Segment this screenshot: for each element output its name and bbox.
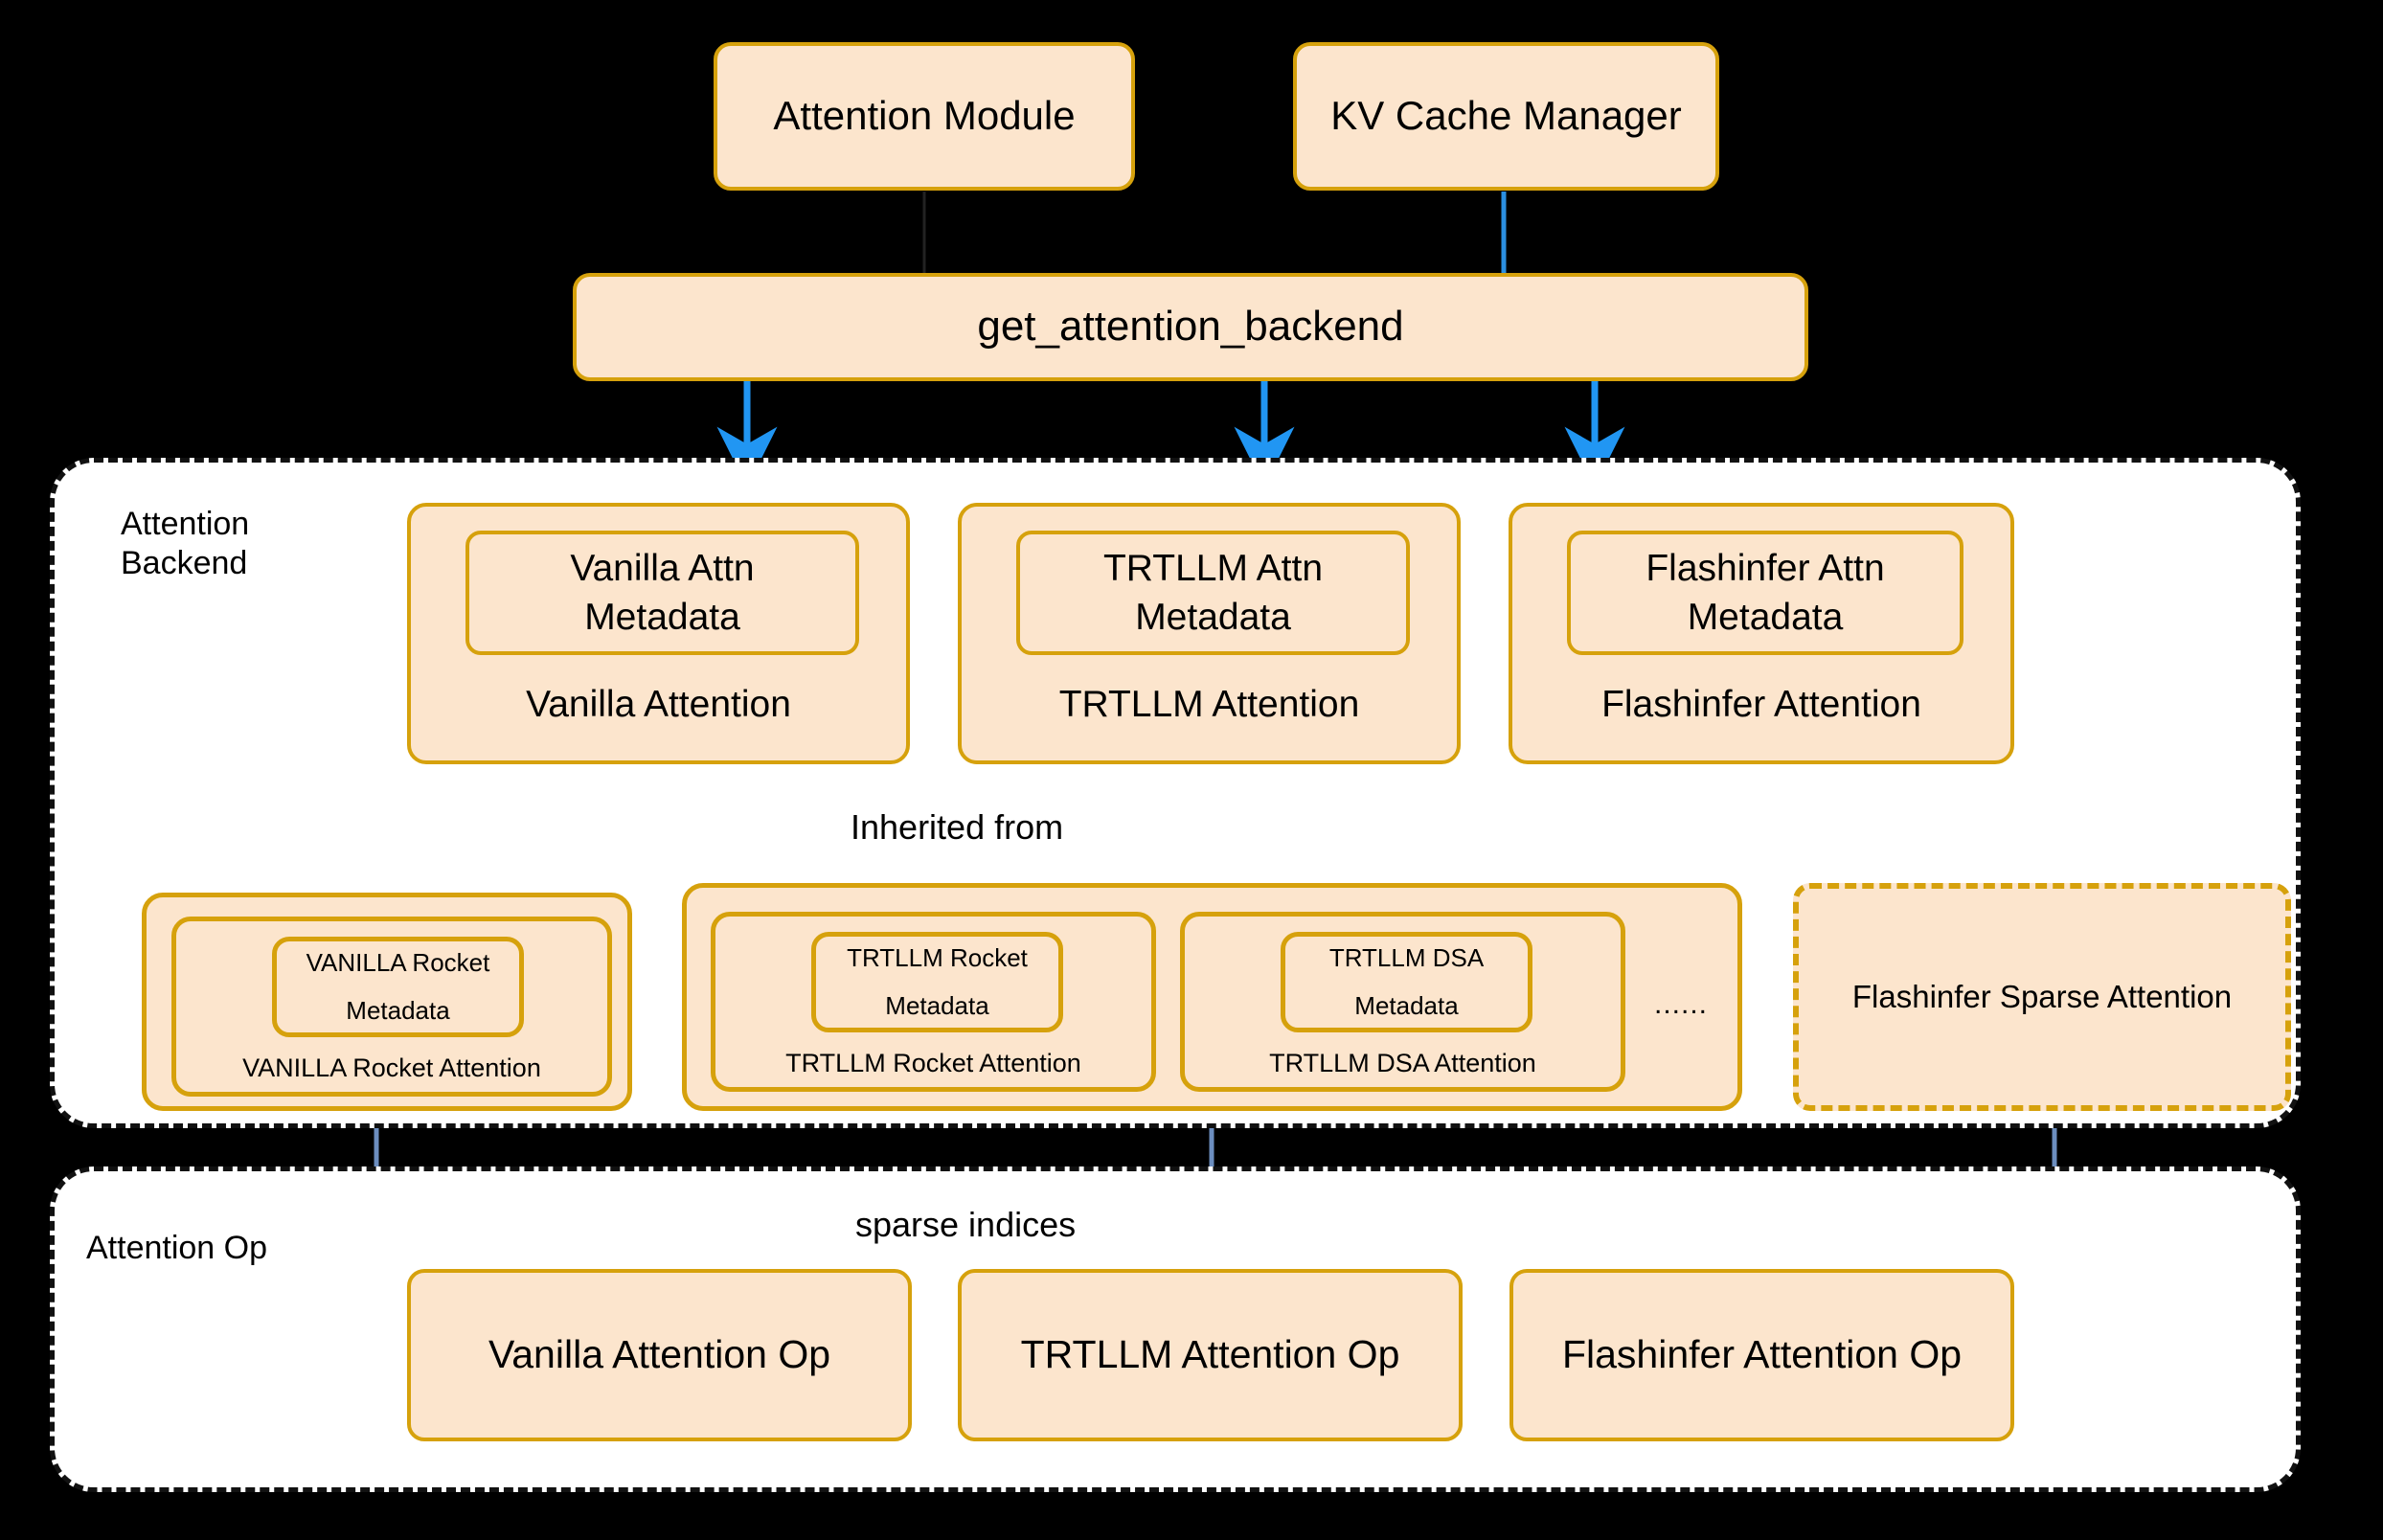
trtllm-rocket-attention-caption: TRTLLM Rocket Attention [785,1049,1081,1077]
attention-module-box[interactable]: Attention Module [714,42,1135,191]
trtllm-rocket-metadata-box[interactable]: TRTLLM Rocket Metadata [811,932,1063,1032]
sparse-group-ellipsis: ...... [1654,988,1709,1020]
trtllm-rocket-attention-box[interactable]: TRTLLM Rocket Metadata TRTLLM Rocket Att… [711,912,1156,1092]
vanilla-rocket-attention-caption: VANILLA Rocket Attention [242,1053,541,1082]
flashinfer-sparse-attention-box[interactable]: Flashinfer Sparse Attention [1793,883,2291,1111]
flashinfer-attention-caption: Flashinfer Attention [1601,684,1921,725]
flashinfer-attention-op-box[interactable]: Flashinfer Attention Op [1509,1269,2014,1441]
vanilla-rocket-metadata-box[interactable]: VANILLA Rocket Metadata [272,937,524,1037]
trtllm-dsa-attention-box[interactable]: TRTLLM DSA Metadata TRTLLM DSA Attention [1180,912,1625,1092]
vanilla-attention-op-box[interactable]: Vanilla Attention Op [407,1269,912,1441]
attention-module-label: Attention Module [773,93,1076,139]
trtllm-attn-metadata-box[interactable]: TRTLLM Attn Metadata [1016,531,1410,655]
vanilla-attention-card[interactable]: Vanilla Attn Metadata Vanilla Attention [407,503,910,764]
trtllm-attention-card[interactable]: TRTLLM Attn Metadata TRTLLM Attention [958,503,1461,764]
flashinfer-attention-op-label: Flashinfer Attention Op [1561,1332,1963,1377]
vanilla-attention-caption: Vanilla Attention [526,684,791,725]
trtllm-attention-op-label: TRTLLM Attention Op [1020,1332,1400,1377]
trtllm-dsa-attention-caption: TRTLLM DSA Attention [1269,1049,1536,1077]
vanilla-rocket-attention-box[interactable]: VANILLA Rocket Metadata VANILLA Rocket A… [171,917,612,1097]
sparse-indices-label: sparse indices [855,1205,1077,1244]
get-attention-backend-box[interactable]: get_attention_backend [573,273,1808,381]
vanilla-attn-metadata-box[interactable]: Vanilla Attn Metadata [465,531,859,655]
inherited-from-label: Inherited from [851,807,1064,847]
flashinfer-attn-metadata-box[interactable]: Flashinfer Attn Metadata [1567,531,1963,655]
kv-cache-manager-label: KV Cache Manager [1330,93,1682,139]
flashinfer-sparse-attention-label: Flashinfer Sparse Attention [1851,979,2233,1015]
flashinfer-attention-card[interactable]: Flashinfer Attn Metadata Flashinfer Atte… [1509,503,2014,764]
attention-op-section-label: Attention Op [86,1230,268,1266]
trtllm-sparse-group: TRTLLM Rocket Metadata TRTLLM Rocket Att… [682,883,1742,1111]
trtllm-attention-caption: TRTLLM Attention [1058,684,1360,725]
vanilla-attention-op-label: Vanilla Attention Op [488,1332,831,1377]
attention-backend-section-label: Attention Backend [121,506,250,582]
trtllm-attention-op-box[interactable]: TRTLLM Attention Op [958,1269,1463,1441]
vanilla-sparse-group: VANILLA Rocket Metadata VANILLA Rocket A… [142,893,632,1111]
trtllm-dsa-metadata-box[interactable]: TRTLLM DSA Metadata [1281,932,1532,1032]
get-attention-backend-label: get_attention_backend [977,303,1404,351]
kv-cache-manager-box[interactable]: KV Cache Manager [1293,42,1719,191]
